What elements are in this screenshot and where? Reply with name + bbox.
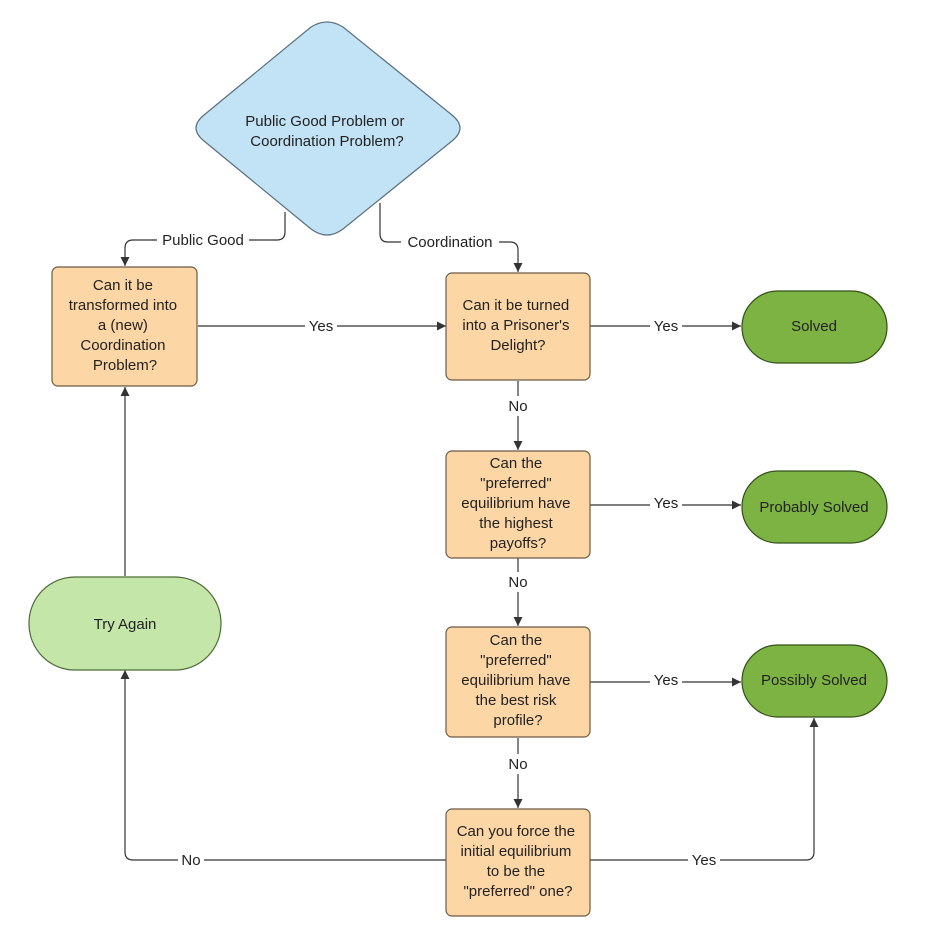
process-text-line: Problem? bbox=[93, 357, 157, 374]
process-text-line: Can it be bbox=[93, 277, 153, 294]
decision-public-good-or-coordination: Public Good Problem or Coordination Prob… bbox=[195, 21, 461, 236]
process-box bbox=[51, 266, 198, 387]
process-text-line: the highest bbox=[479, 515, 553, 532]
process-text-line: Coordination bbox=[80, 337, 165, 354]
edge-label-force-no-text: No bbox=[181, 852, 200, 869]
decision-text-line: Public Good Problem or bbox=[245, 113, 404, 130]
terminal-pill bbox=[741, 470, 888, 544]
terminal-try-again: Try Again bbox=[28, 576, 222, 671]
process-text-line: initial equilibrium bbox=[460, 843, 571, 860]
edge-label-coordination: Coordination bbox=[401, 232, 499, 252]
edge-label-public-good: Public Good bbox=[157, 230, 249, 250]
process-highest-payoffs-text: Can the "preferred" equilibrium have the… bbox=[461, 455, 574, 552]
edge-label-transform-yes-text: Yes bbox=[309, 318, 333, 335]
process-prisoners-delight-text: Can it be turned into a Prisoner's Delig… bbox=[462, 297, 573, 354]
edge-label-risk-no: No bbox=[505, 754, 531, 774]
process-text-line: a (new) bbox=[98, 317, 148, 334]
process-text-line: Delight? bbox=[490, 337, 545, 354]
process-text-line: "preferred" bbox=[480, 475, 552, 492]
process-text-line: profile? bbox=[493, 712, 542, 729]
process-text-line: into a Prisoner's bbox=[462, 317, 569, 334]
edge-label-risk-no-text: No bbox=[508, 756, 527, 773]
process-force-equilibrium: Can you force the initial equilibrium to… bbox=[445, 808, 591, 917]
decision-diamond bbox=[195, 21, 461, 236]
terminal-probably-solved: Probably Solved bbox=[741, 470, 888, 544]
process-text-line: Can the bbox=[490, 632, 543, 649]
terminal-pill bbox=[741, 290, 888, 364]
terminal-pill bbox=[741, 644, 888, 718]
edge-label-force-no: No bbox=[178, 850, 204, 870]
edge-force-no bbox=[120, 670, 446, 861]
terminal-solved: Solved bbox=[741, 290, 888, 364]
edge-label-public-good-text: Public Good bbox=[162, 232, 244, 249]
edge-label-force-yes: Yes bbox=[688, 850, 720, 870]
process-text-line: payoffs? bbox=[490, 535, 546, 552]
process-box bbox=[445, 450, 591, 559]
process-text-line: transformed into bbox=[69, 297, 177, 314]
process-text-line: Can the bbox=[490, 455, 543, 472]
terminal-probably-solved-text: Probably Solved bbox=[759, 499, 868, 516]
process-box bbox=[445, 808, 591, 917]
process-best-risk-profile: Can the "preferred" equilibrium have the… bbox=[445, 626, 591, 738]
edge-label-risk-yes: Yes bbox=[650, 670, 682, 690]
edge-label-delight-yes-text: Yes bbox=[654, 318, 678, 335]
nodes: Public Good Problem or Coordination Prob… bbox=[28, 21, 888, 917]
edge-label-force-yes-text: Yes bbox=[692, 852, 716, 869]
edge-label-risk-yes-text: Yes bbox=[654, 672, 678, 689]
terminal-pill bbox=[28, 576, 222, 671]
process-highest-payoffs: Can the "preferred" equilibrium have the… bbox=[445, 450, 591, 559]
edge-label-payoffs-no-text: No bbox=[508, 574, 527, 591]
edge-label-delight-no-text: No bbox=[508, 398, 527, 415]
process-text-line: "preferred" one? bbox=[463, 883, 572, 900]
process-prisoners-delight: Can it be turned into a Prisoner's Delig… bbox=[445, 272, 591, 381]
decision-text-line: Coordination Problem? bbox=[250, 133, 403, 150]
process-text-line: equilibrium have bbox=[461, 495, 570, 512]
terminal-possibly-solved: Possibly Solved bbox=[741, 644, 888, 718]
process-text-line: Can it be turned bbox=[463, 297, 570, 314]
process-transform-coordination: Can it be transformed into a (new) Coord… bbox=[51, 266, 198, 387]
edge-label-payoffs-yes-text: Yes bbox=[654, 495, 678, 512]
terminal-possibly-solved-text: Possibly Solved bbox=[761, 672, 867, 689]
terminal-try-again-text: Try Again bbox=[94, 616, 157, 633]
edge-label-payoffs-yes: Yes bbox=[650, 493, 682, 513]
process-text-line: "preferred" bbox=[480, 652, 552, 669]
process-text-line: to be the bbox=[487, 863, 545, 880]
edge-label-delight-no: No bbox=[505, 396, 531, 416]
process-text-line: equilibrium have bbox=[461, 672, 570, 689]
process-transform-text: Can it be transformed into a (new) Coord… bbox=[69, 277, 182, 374]
process-best-risk-profile-text: Can the "preferred" equilibrium have the… bbox=[461, 632, 574, 729]
terminal-solved-text: Solved bbox=[791, 318, 837, 335]
edge-label-delight-yes: Yes bbox=[650, 316, 682, 336]
edge-label-payoffs-no: No bbox=[505, 572, 531, 592]
edge-labels: Public Good Coordination Yes Yes No Yes … bbox=[157, 230, 720, 870]
process-text-line: Can you force the bbox=[457, 823, 575, 840]
process-box bbox=[445, 272, 591, 381]
decision-public-good-or-coordination-text: Public Good Problem or Coordination Prob… bbox=[245, 113, 408, 150]
edge-label-coordination-text: Coordination bbox=[407, 234, 492, 251]
process-box bbox=[445, 626, 591, 738]
process-text-line: the best risk bbox=[475, 692, 556, 709]
edge-force-yes bbox=[590, 718, 819, 861]
process-force-equilibrium-text: Can you force the initial equilibrium to… bbox=[457, 823, 580, 900]
edge-label-transform-yes: Yes bbox=[305, 316, 337, 336]
